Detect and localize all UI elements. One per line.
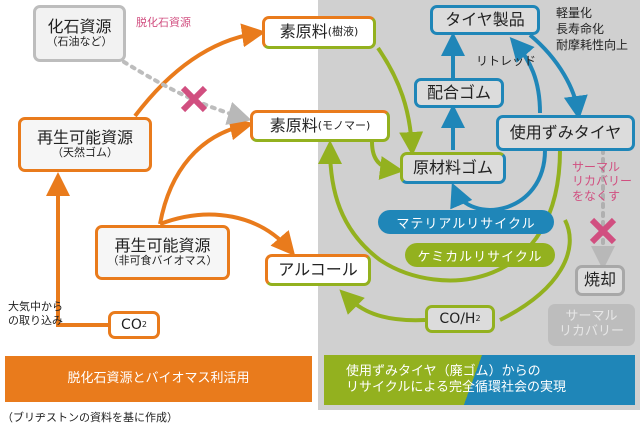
thermal-recovery-line: リカバリー [558, 324, 624, 339]
raw-rubber-label: 原材料ゴム [412, 157, 493, 177]
atmosphere-line-1: 大気中から [8, 300, 63, 313]
monomer-title: 素原料 [269, 115, 318, 135]
right-banner-line-2: リサイクルによる完全循環社会の実現 [346, 380, 566, 395]
no-thermal-line: サーマル [572, 160, 621, 174]
alcohol-label: アルコール [278, 259, 358, 279]
tire-product-box: タイヤ製品 [430, 5, 540, 35]
arrow-monomer-to-raw-rubber [370, 141, 404, 180]
fossil-resource-box: 化石資源 （石油など） [33, 5, 126, 62]
thermal-recovery-line: サーマル [565, 309, 618, 325]
arrow-natural-rubber-to-latex [133, 23, 266, 118]
no-thermal-label: サーマルリカバリーをなくす [572, 160, 632, 203]
atmosphere-label: 大気中からの取り込み [8, 300, 63, 329]
arrow-co2-to-natural-rubber [46, 172, 110, 327]
incineration-box: 焼却 [575, 265, 625, 296]
alcohol-box: アルコール [265, 254, 371, 286]
arrow-product-to-used [528, 33, 588, 120]
arrow-fossil-to-monomer [122, 60, 252, 125]
latex-sub: (樹液) [327, 25, 359, 39]
benefits-list: 軽量化長寿命化耐摩耗性向上 [556, 5, 628, 54]
latex-title: 素原料 [279, 22, 328, 42]
benefit-item: 耐摩耗性向上 [556, 38, 629, 53]
benefit-item: 軽量化 [556, 6, 593, 20]
biomass-sub: （非可食バイオマス） [107, 254, 218, 268]
biomass-title: 再生可能資源 [114, 235, 211, 255]
left-banner: 脱化石資源とバイオマス利活用 [5, 356, 312, 402]
incineration-label: 焼却 [583, 270, 616, 290]
tire-product-label: タイヤ製品 [445, 9, 525, 29]
material-recycle-pill: マテリアルリサイクル [378, 210, 554, 234]
arrow-retread [509, 36, 542, 114]
arrow-biomass-to-monomer [158, 116, 254, 225]
co2-main: CO [121, 316, 142, 333]
biomass-box: 再生可能資源 （非可食バイオマス） [95, 225, 230, 280]
defossil-label: 脱化石資源 [136, 16, 191, 29]
chemical-recycle-pill: ケミカルリサイクル [405, 243, 555, 267]
benefit-item: 長寿命化 [556, 22, 605, 37]
coh2-sub: 2 [475, 314, 481, 324]
coh2-main: CO/H [439, 310, 476, 327]
compound-rubber-box: 配合ゴム [414, 78, 504, 108]
fossil-sub: （石油など） [46, 35, 113, 49]
arrow-used-to-raw-material-recycle [450, 149, 547, 212]
no-thermal-line: をなくす [572, 188, 621, 203]
used-tire-box: 使用ずみタイヤ [496, 115, 635, 151]
source-caption: （ブリヂストンの資料を基に作成） [2, 411, 178, 424]
natural-rubber-sub: （天然ゴム） [52, 146, 118, 160]
arrow-latex-to-raw-rubber [376, 46, 424, 156]
material-recycle-label: マテリアルリサイクル [396, 216, 536, 232]
cross-mark-icon [180, 85, 208, 113]
raw-rubber-box: 原材料ゴム [400, 152, 506, 184]
monomer-sub: (モノマー) [317, 118, 371, 132]
left-banner-text: 脱化石資源とバイオマス利活用 [67, 370, 250, 386]
co2-sub: 2 [141, 320, 147, 330]
cross-mark-icon [589, 217, 617, 245]
used-tire-label: 使用ずみタイヤ [509, 122, 622, 142]
right-banner-line-1: 使用ずみタイヤ（廃ゴム）からの [346, 363, 541, 379]
no-thermal-line: リカバリー [572, 174, 633, 189]
latex-box: 素原料(樹液) [262, 16, 376, 49]
fossil-title: 化石資源 [47, 16, 112, 36]
monomer-box: 素原料(モノマー) [250, 110, 390, 142]
compound-label: 配合ゴム [426, 82, 491, 102]
retread-label: リトレッド [476, 54, 537, 68]
natural-rubber-title: 再生可能資源 [36, 127, 133, 147]
atmosphere-line-2: の取り込み [8, 314, 63, 328]
thermal-recovery-box: サーマルリカバリー [548, 304, 635, 346]
right-banner: 使用ずみタイヤ（廃ゴム）からのリサイクルによる完全循環社会の実現 [324, 355, 635, 405]
arrow-biomass-to-alcohol [159, 212, 296, 257]
arrow-coh2-to-alcohol [345, 219, 572, 323]
chemical-recycle-label: ケミカルリサイクル [417, 249, 543, 265]
natural-rubber-box: 再生可能資源 （天然ゴム） [18, 117, 152, 172]
